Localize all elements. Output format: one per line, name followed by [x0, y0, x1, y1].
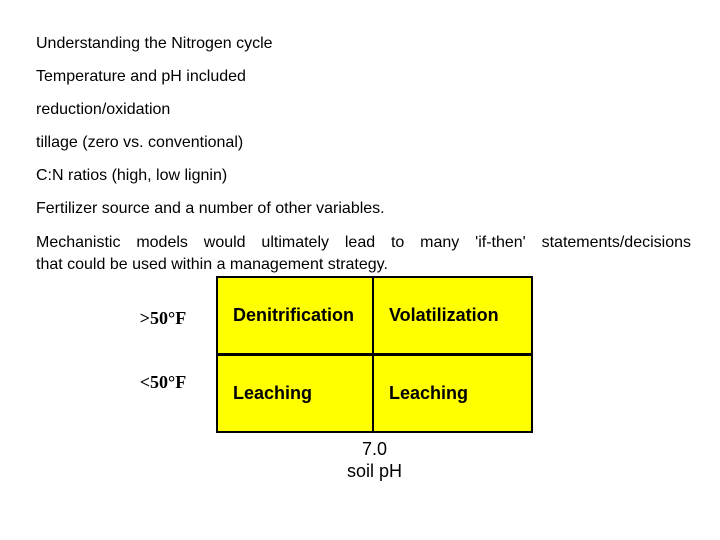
- soil-ph-value: 7.0: [361, 439, 388, 459]
- process-matrix-table: Denitrification Volatilization Leaching …: [216, 276, 533, 433]
- soil-ph-label: soil pH: [346, 461, 403, 481]
- paragraph-mechanistic-line1: Mechanistic models would ultimately lead…: [36, 234, 691, 251]
- body-text-block: Understanding the Nitrogen cycle Tempera…: [36, 34, 691, 276]
- matrix-cell-leaching-right: Leaching: [374, 356, 531, 431]
- paragraph-mechanistic-line2: that could be used within a management s…: [36, 256, 388, 273]
- row-label-above-50f: >50°F: [139, 308, 187, 328]
- text-line-temperature-ph: Temperature and pH included: [36, 68, 246, 85]
- text-line-tillage: tillage (zero vs. conventional): [36, 134, 244, 151]
- row-label-below-50f: <50°F: [139, 372, 187, 392]
- matrix-cell-denitrification: Denitrification: [218, 278, 372, 353]
- text-line-cn-ratios: C:N ratios (high, low lignin): [36, 167, 228, 184]
- text-line-fertilizer-source: Fertilizer source and a number of other …: [36, 200, 385, 217]
- text-line-reduction-oxidation: reduction/oxidation: [36, 101, 171, 118]
- text-line-nitrogen-cycle: Understanding the Nitrogen cycle: [36, 35, 273, 52]
- soil-ph-caption: 7.0 soil pH: [216, 438, 533, 482]
- matrix-cell-volatilization: Volatilization: [374, 278, 531, 353]
- matrix-cell-leaching-left: Leaching: [218, 356, 372, 431]
